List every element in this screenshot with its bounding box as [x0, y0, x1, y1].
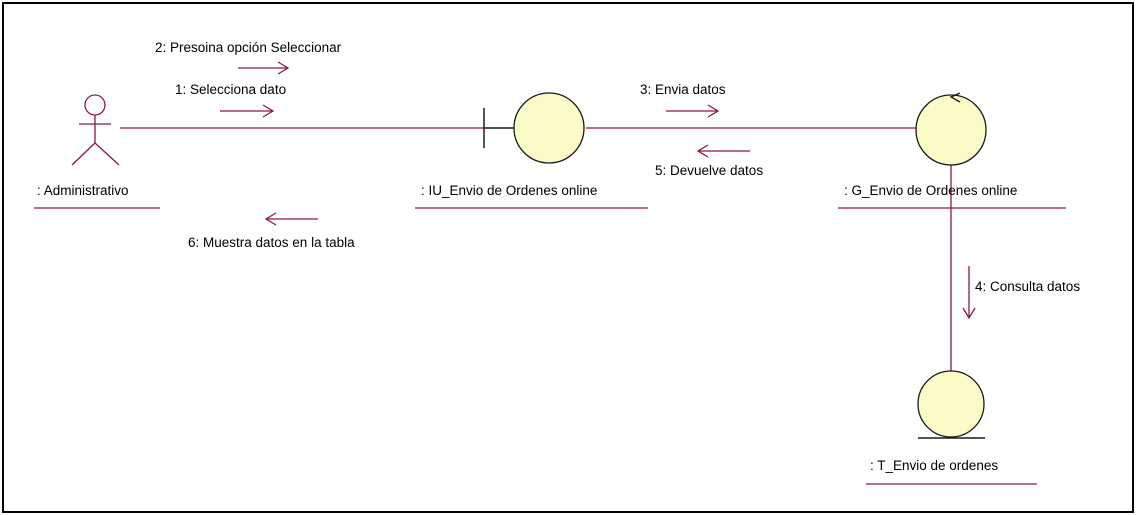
boundary-label: : IU_Envio de Ordenes online [421, 183, 597, 198]
message-1-arrow [220, 104, 275, 118]
actor-icon[interactable] [71, 94, 120, 166]
entity-label: : T_Envio de ordenes [870, 458, 998, 473]
message-4-label: 4: Consulta datos [975, 279, 1080, 294]
entity-icon[interactable] [917, 370, 985, 439]
message-6-label: 6: Muestra datos en la tabla [188, 235, 355, 250]
message-3-arrow [666, 104, 720, 118]
message-1-label: 1: Selecciona dato [175, 82, 286, 97]
control-icon[interactable] [915, 92, 987, 166]
message-5-arrow [696, 144, 750, 158]
message-3-label: 3: Envia datos [640, 82, 726, 97]
actor-label: : Administrativo [37, 183, 129, 198]
boundary-icon[interactable] [483, 92, 585, 164]
message-4-arrow [962, 266, 976, 320]
control-label: : G_Envio de Ordenes online [844, 183, 1017, 198]
message-2-label: 2: Presoina opción Seleccionar [155, 40, 342, 55]
message-2-arrow [238, 61, 290, 75]
message-5-label: 5: Devuelve datos [655, 163, 763, 178]
message-6-arrow [264, 212, 318, 226]
